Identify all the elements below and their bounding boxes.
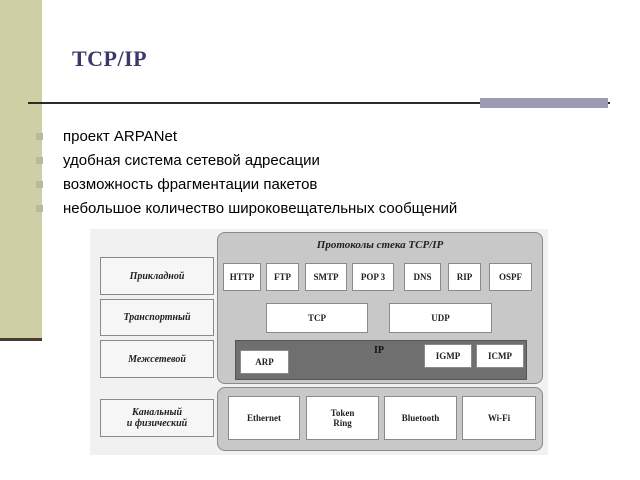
bullet-item: удобная система сетевой адресации (36, 148, 457, 172)
slide-title: TCP/IP (72, 46, 148, 71)
bullet-list: проект ARPANet удобная система сетевой а… (36, 124, 457, 220)
protocol-icmp: ICMP (476, 344, 524, 368)
bullet-text: удобная система сетевой адресации (63, 151, 320, 169)
protocol-stack-title: Протоколы стека TCP/IP (316, 239, 444, 251)
protocol-ip-bar: IP ARP IGMP ICMP (235, 340, 527, 380)
bullet-text: проект ARPANet (63, 127, 177, 145)
protocol-token-ring-line1: Token (330, 408, 355, 418)
protocol-smtp: SMTP (305, 263, 347, 291)
protocol-dns: DNS (404, 263, 441, 291)
protocol-ospf: OSPF (489, 263, 532, 291)
left-decor-line (0, 338, 42, 341)
protocol-arp: ARP (240, 350, 289, 374)
title-divider (28, 102, 610, 104)
layer-link: Канальный и физический (100, 399, 214, 437)
layer-transport-label: Транспортный (123, 312, 191, 323)
bullet-marker-icon (36, 132, 43, 140)
protocol-tcp: TCP (266, 303, 368, 333)
layer-link-label-line2: и физический (126, 418, 188, 429)
tcpip-stack-diagram: Прикладной Транспортный Межсетевой Канал… (90, 229, 548, 455)
protocol-igmp: IGMP (424, 344, 472, 368)
left-decor-band (0, 0, 42, 340)
layer-application-label: Прикладной (129, 270, 185, 282)
protocol-ip-label: IP (374, 345, 384, 356)
bullet-item: проект ARPANet (36, 124, 457, 148)
bullet-item: возможность фрагментации пакетов (36, 172, 457, 196)
bullet-marker-icon (36, 156, 43, 164)
protocol-bluetooth: Bluetooth (384, 396, 457, 440)
protocol-rip: RIP (448, 263, 481, 291)
protocol-ethernet: Ethernet (228, 396, 300, 440)
bullet-text: небольшое количество широковещательных с… (63, 199, 458, 217)
bullet-text: возможность фрагментации пакетов (63, 175, 318, 193)
bullet-marker-icon (36, 180, 43, 188)
bullet-marker-icon (36, 204, 43, 212)
link-protocols-panel: Ethernet Token Ring Bluetooth Wi-Fi (217, 387, 543, 451)
protocol-wifi: Wi-Fi (462, 396, 536, 440)
protocol-pop3: POP 3 (352, 263, 394, 291)
layer-internet-label: Межсетевой (128, 353, 186, 365)
title-divider-accent (480, 98, 608, 108)
bullet-item: небольшое количество широковещательных с… (36, 196, 457, 220)
protocol-http: HTTP (223, 263, 261, 291)
protocol-stack-panel: Протоколы стека TCP/IP HTTP FTP SMTP POP… (217, 232, 543, 384)
protocol-token-ring-line2: Ring (333, 418, 352, 428)
protocol-udp: UDP (389, 303, 492, 333)
protocol-token-ring: Token Ring (306, 396, 379, 440)
protocol-ftp: FTP (266, 263, 299, 291)
layer-transport: Транспортный (100, 299, 214, 336)
layer-internet: Межсетевой (100, 340, 214, 378)
layer-link-label-line1: Канальный (131, 407, 183, 418)
layer-application: Прикладной (100, 257, 214, 295)
